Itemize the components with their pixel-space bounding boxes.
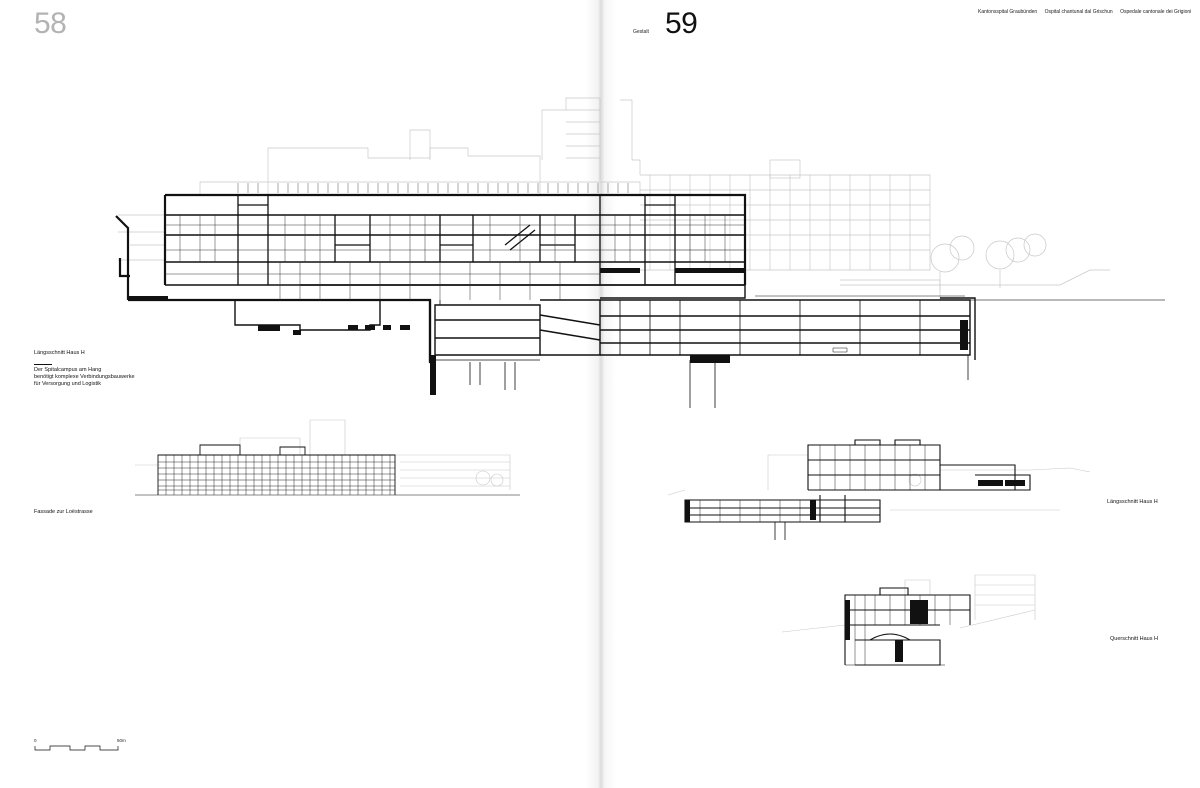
scale-bar-end-label: 50m <box>117 738 126 743</box>
caption-rule <box>34 364 52 365</box>
caption-main-section-title: Längsschnitt Haus H <box>34 350 85 356</box>
left-page <box>0 0 600 788</box>
caption-main-section-text: Der Spitalcampus am Hang benötigt komple… <box>34 367 135 388</box>
cross-section <box>781 574 1036 666</box>
caption-cross-section: Querschnitt Haus H <box>1110 636 1158 642</box>
caption-line-3: für Versorgung und Logistik <box>34 381 101 387</box>
scale-bar-start-label: 0 <box>34 738 37 743</box>
page-number-right: 59 <box>665 7 698 40</box>
header-language-3: Ospedale cantonale dei Grigioni <box>1120 9 1192 15</box>
caption-line-2: benötigt komplexe Verbindungsbauwerke <box>34 374 135 380</box>
main-long-section <box>115 97 1165 408</box>
page-number-left: 58 <box>34 7 67 40</box>
caption-facade: Fassade zur Loëstrasse <box>34 509 93 515</box>
header-language-1: Kantonsspital Graubünden <box>978 9 1038 15</box>
caption-line-1: Der Spitalcampus am Hang <box>34 367 102 373</box>
small-long-section <box>667 439 1091 540</box>
header-language-2: Ospital chantunal dal Grischun <box>1044 9 1113 15</box>
section-label: Gestalt <box>633 29 649 35</box>
header-languages: Kantonsspital Graubünden Ospital chantun… <box>978 9 1197 15</box>
book-gutter <box>586 0 616 788</box>
facade-elevation <box>135 419 520 496</box>
scale-bar <box>34 745 119 751</box>
caption-long-section-small: Längsschnitt Haus H <box>1107 499 1158 505</box>
